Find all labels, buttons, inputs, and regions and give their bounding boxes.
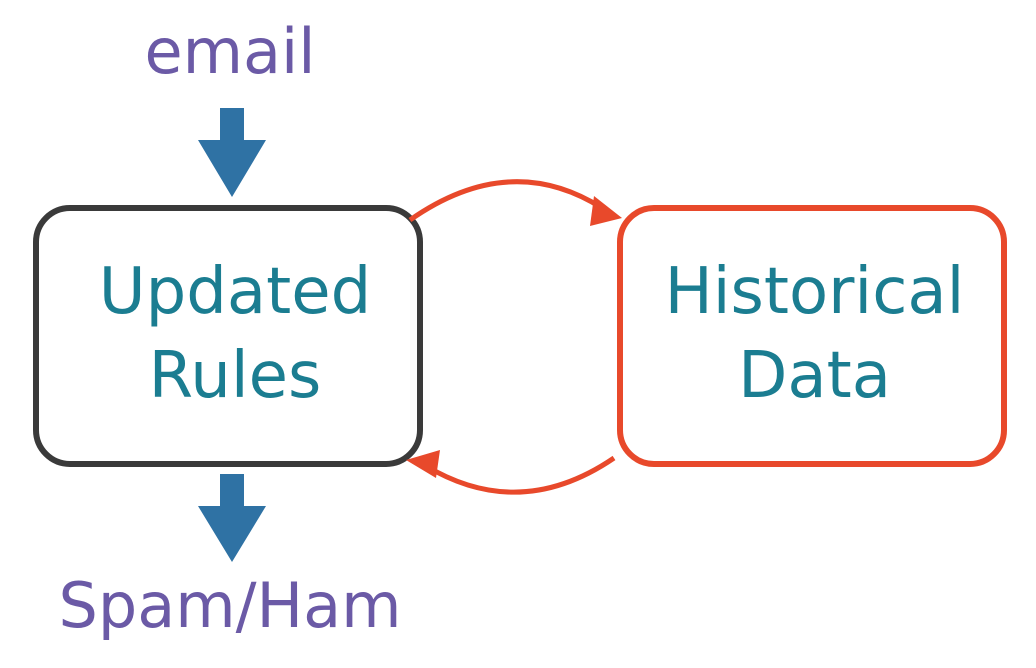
history-box	[617, 205, 1007, 467]
history-box-label: Historical Data	[622, 250, 1007, 418]
history-line-1: Historical	[664, 255, 965, 329]
input-email-label: email	[144, 15, 316, 88]
arrow-history-to-rules-head	[406, 450, 440, 478]
arrow-email-to-rules	[198, 108, 266, 197]
arrow-rules-to-history	[408, 179, 604, 223]
arrow-rules-to-output	[198, 474, 266, 562]
output-spam-ham-label: Spam/Ham	[58, 569, 402, 642]
rules-line-2: Rules	[148, 339, 322, 413]
history-line-2: Data	[738, 339, 891, 413]
arrow-history-to-rules	[424, 455, 616, 495]
arrow-rules-to-history-head	[590, 196, 622, 226]
rules-line-1: Updated	[98, 255, 372, 329]
rules-box	[33, 205, 423, 467]
rules-box-label: Updated Rules	[40, 250, 430, 418]
